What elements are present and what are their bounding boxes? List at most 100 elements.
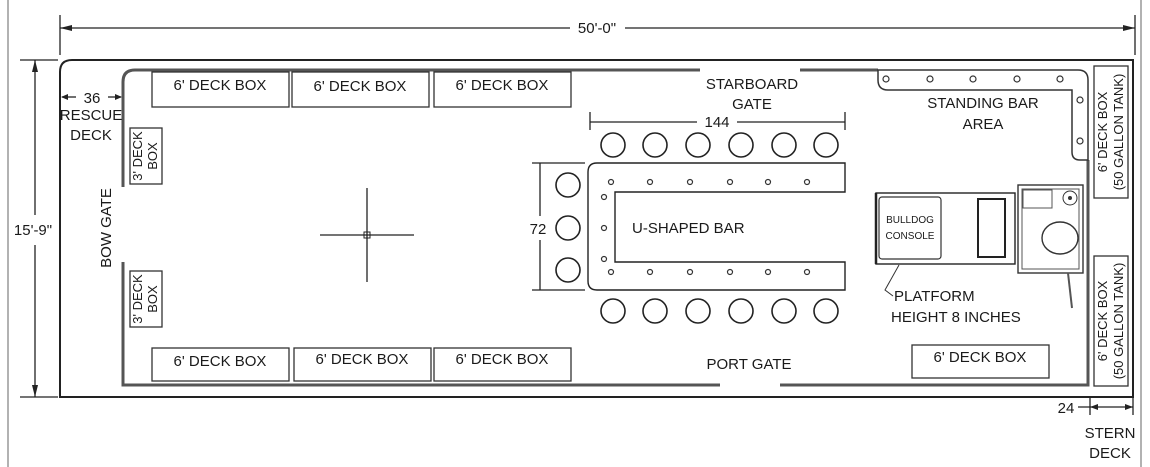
bar-post — [600, 224, 608, 232]
bar-stool — [685, 132, 711, 158]
rescue-deck-label: DECK — [70, 127, 112, 144]
rail-post — [1056, 75, 1064, 83]
bar-post — [600, 255, 608, 263]
deck-box-label: 6' DECK BOX — [456, 351, 549, 368]
bar-stool — [642, 298, 668, 324]
rail-post — [1076, 96, 1084, 104]
u-shaped-bar-label: U-SHAPED BAR — [632, 220, 745, 237]
deck-box-label: 6' DECK BOX — [934, 349, 1027, 366]
deck-box-6ft: 6' DECK BOX — [911, 344, 1050, 379]
bow-gate-label: BOW GATE — [98, 188, 115, 268]
bar-post — [803, 268, 811, 276]
bar-width-label: 72 — [530, 221, 547, 238]
bar-post — [803, 178, 811, 186]
bar-post — [607, 268, 615, 276]
bar-width-dimension: 72 — [530, 162, 585, 291]
bar-post — [646, 268, 654, 276]
stern-deck-label: DECK — [1089, 445, 1131, 462]
rescue-deck-width: 36 — [84, 90, 101, 107]
deck-box-6ft: 6' DECK BOX — [433, 347, 572, 382]
bar-post — [764, 178, 772, 186]
deck-box-6ft: 6' DECK BOX — [291, 71, 430, 108]
deck-box-label: 6' DECK BOX — [456, 77, 549, 94]
bar-stool — [555, 215, 581, 241]
bar-stools — [555, 132, 839, 324]
deck-box-6ft: 6' DECK BOX — [151, 347, 290, 382]
bar-post — [600, 193, 608, 201]
deck-box-label: 3' DECK — [130, 274, 145, 324]
length-dimension: 50'-0" — [59, 15, 1136, 55]
deck-box-tank: 6' DECK BOX (50 GALLON TANK) — [1093, 65, 1129, 199]
deck-box-label: BOX — [145, 142, 160, 170]
bar-stool — [642, 132, 668, 158]
rail-post — [1076, 137, 1084, 145]
bar-stool — [771, 298, 797, 324]
bulldog-console — [878, 196, 942, 260]
bar-post — [646, 178, 654, 186]
bar-length-label: 144 — [704, 114, 729, 131]
deck-box-label: 3' DECK — [130, 131, 145, 181]
stern-deck-dimension: 24 — [1058, 398, 1134, 417]
platform-callout: PLATFORM HEIGHT 8 INCHES — [884, 264, 1021, 326]
head-compartment — [1017, 184, 1084, 309]
rail-post — [1013, 75, 1021, 83]
deck-box-label: 6' DECK BOX — [174, 77, 267, 94]
bar-stool — [685, 298, 711, 324]
bar-post — [726, 178, 734, 186]
console-platform: BULLDOG CONSOLE — [874, 192, 1016, 265]
beam-label: 15'-9" — [14, 222, 52, 239]
sink-icon — [1062, 190, 1078, 206]
standing-bar — [877, 69, 1089, 161]
deck-box-label: 6' DECK BOX — [174, 353, 267, 370]
center-crosshair — [320, 188, 414, 282]
rescue-deck-label: RESCUE — [60, 107, 123, 124]
beam-dimension: 15'-9" — [14, 59, 58, 398]
toilet-icon — [1041, 221, 1079, 255]
bar-post — [686, 178, 694, 186]
console-label: CONSOLE — [886, 231, 935, 242]
deck-box-label: (50 GALLON TANK) — [1111, 74, 1126, 191]
u-shaped-bar: U-SHAPED BAR — [587, 162, 846, 291]
standing-bar-label: STANDING BAR — [927, 95, 1039, 112]
standing-bar-label: AREA — [963, 116, 1004, 133]
helm-seat — [977, 198, 1006, 258]
bar-stool — [728, 132, 754, 158]
rescue-deck-dimension: 36 — [61, 90, 122, 107]
bar-post — [686, 268, 694, 276]
bar-stool — [555, 172, 581, 198]
bar-post — [726, 268, 734, 276]
starboard-gate-label: STARBOARD — [706, 76, 798, 93]
deck-box-label: 6' DECK BOX — [314, 78, 407, 95]
deck-box-label: 6' DECK BOX — [1095, 91, 1110, 172]
platform-label: PLATFORM — [894, 288, 975, 305]
rail-post — [926, 75, 934, 83]
bar-length-dimension: 144 — [589, 112, 846, 131]
console-label: BULLDOG — [886, 215, 934, 226]
port-gate-label: PORT GATE — [706, 356, 791, 373]
hull-outline — [59, 59, 1134, 398]
rail-post — [969, 75, 977, 83]
bar-stool — [555, 257, 581, 283]
standing-bar-posts — [882, 75, 1084, 145]
bar-stool — [600, 132, 626, 158]
deck-box-tank: 6' DECK BOX (50 GALLON TANK) — [1093, 255, 1129, 387]
rail-post — [882, 75, 890, 83]
bar-post — [607, 178, 615, 186]
deck-rail — [121, 68, 1090, 387]
stern-deck-width: 24 — [1058, 400, 1075, 417]
bar-stool — [728, 298, 754, 324]
deck-box-label: (50 GALLON TANK) — [1111, 263, 1126, 380]
length-label: 50'-0" — [578, 20, 616, 37]
deck-box-label: BOX — [145, 285, 160, 313]
starboard-gate-label: GATE — [732, 96, 772, 113]
bar-stool — [813, 132, 839, 158]
deck-box-label: 6' DECK BOX — [316, 351, 409, 368]
bar-stool — [600, 298, 626, 324]
deck-box-6ft: 6' DECK BOX — [151, 71, 290, 108]
bar-stool — [813, 298, 839, 324]
bar-posts — [600, 178, 811, 276]
deck-box-3ft: 3' DECK BOX — [129, 270, 163, 328]
stern-deck-label: STERN — [1085, 425, 1136, 442]
bar-post — [764, 268, 772, 276]
